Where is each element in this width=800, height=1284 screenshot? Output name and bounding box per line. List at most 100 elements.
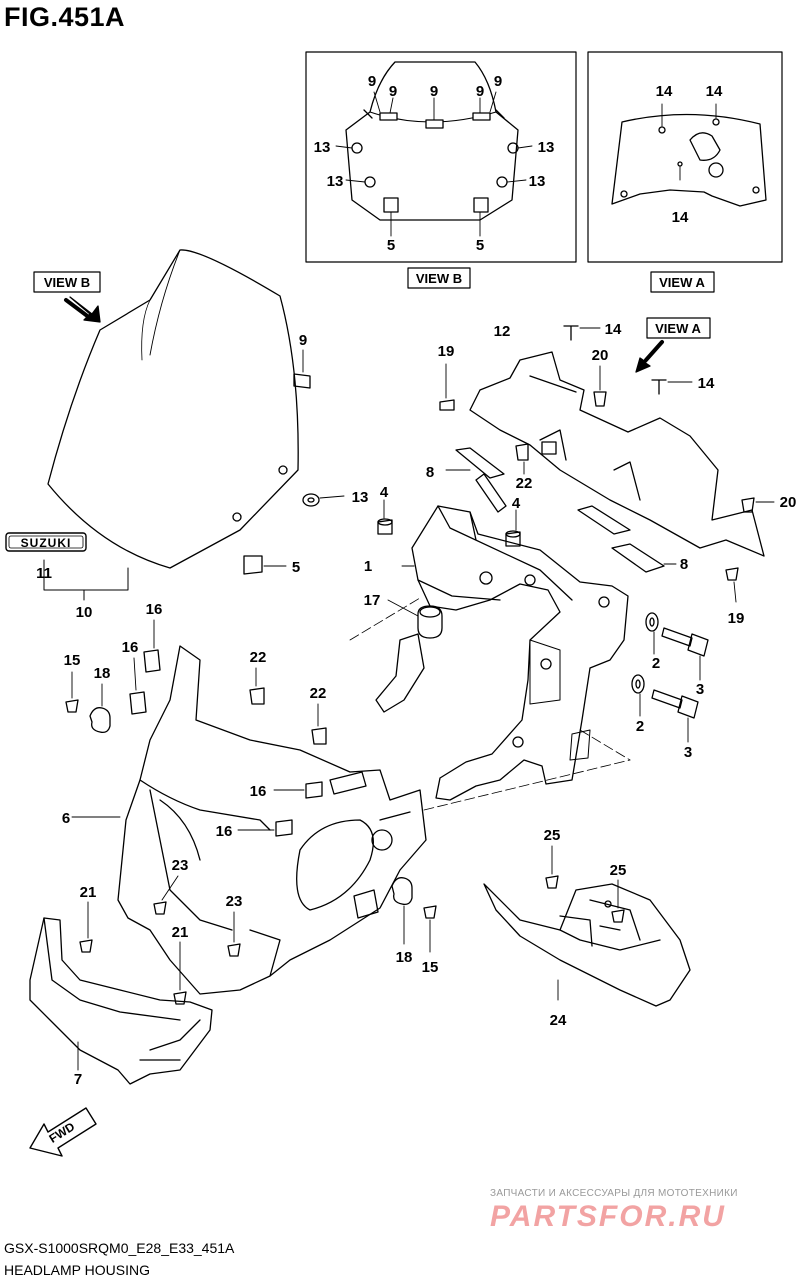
view-a-inset-label: VIEW A: [659, 275, 705, 290]
callout-16-d: 16: [216, 823, 233, 840]
callout-16-b: 16: [122, 639, 139, 656]
screw-14-lower: [651, 379, 693, 395]
cowling-brace: [469, 351, 765, 557]
callout-4-right: 4: [512, 495, 521, 512]
callout-3-upper: 3: [696, 681, 704, 698]
view-b-inset: [305, 51, 577, 289]
callout-6: 6: [62, 810, 70, 827]
callout-13: 13: [352, 489, 369, 506]
screw-19-lower: [725, 567, 739, 603]
bolt-3-upper: [661, 627, 709, 681]
callout-2-lower: 2: [636, 718, 644, 735]
figure-title: FIG.451A: [4, 2, 126, 32]
callout-22-lower: 22: [310, 685, 327, 702]
clip-16-lower: [237, 819, 293, 837]
screw-25-right: [611, 879, 625, 923]
viewb-callout-9e: 9: [494, 73, 502, 90]
clip-16-upper-b: [129, 657, 147, 715]
viewb-callout-9c: 9: [430, 83, 438, 100]
viewb-callout-13a: 13: [314, 139, 331, 156]
suzuki-emblem-text: SUZUKI: [21, 536, 72, 550]
callout-23-right: 23: [226, 893, 243, 910]
pad-5: [243, 555, 287, 575]
callout-4-left: 4: [380, 484, 389, 501]
pad-8-left: [445, 447, 507, 513]
screw-19-upper: [439, 363, 455, 411]
viewb-callout-13c: 13: [538, 139, 555, 156]
callout-14-upper: 14: [605, 321, 622, 338]
watermark-site: PARTSFOR.RU: [490, 1200, 726, 1233]
callout-12: 12: [494, 323, 511, 340]
callout-21-right: 21: [172, 924, 189, 941]
callout-3-lower: 3: [684, 744, 692, 761]
headlamp-bracket: [349, 505, 631, 811]
clip-22-mid: [249, 667, 265, 705]
callout-22-mid: 22: [250, 649, 267, 666]
grommet-13: [302, 493, 345, 507]
collar-4-left: [377, 499, 393, 535]
screw-23-right: [227, 911, 241, 957]
clip-9: [293, 349, 311, 389]
bolt-3-lower: [651, 689, 699, 743]
washer-2-upper: [645, 612, 659, 655]
viewb-callout-9a: 9: [368, 73, 376, 90]
viewb-callout-13d: 13: [529, 173, 546, 190]
screw-21-right: [173, 941, 187, 1005]
figure-description: HEADLAMP HOUSING: [4, 1262, 150, 1278]
watermark-tagline: ЗАПЧАСТИ И АКСЕССУАРЫ ДЛЯ МОТОТЕХНИКИ: [490, 1188, 738, 1199]
viewa-callout-14b: 14: [706, 83, 723, 100]
pad-8-right: [577, 505, 677, 573]
callout-21-left: 21: [80, 884, 97, 901]
callout-18-left: 18: [94, 665, 111, 682]
viewb-callout-9d: 9: [476, 83, 484, 100]
callout-22-upper: 22: [516, 475, 533, 492]
viewb-callout-5b: 5: [476, 237, 484, 254]
screw-14-upper: [563, 325, 601, 341]
screw-23-left: [153, 875, 179, 915]
clip-16-upper-a: [143, 619, 161, 673]
callout-20-upper: 20: [592, 347, 609, 364]
clip-22-lower: [311, 703, 327, 745]
callout-19-lower: 19: [728, 610, 745, 627]
callout-20-lower: 20: [780, 494, 797, 511]
view-a-pointer: [635, 317, 711, 373]
callout-18-right: 18: [396, 949, 413, 966]
figure-code: GSX-S1000SRQM0_E28_E33_451A: [4, 1240, 235, 1256]
windscreen: [33, 249, 299, 569]
view-b-inset-label: VIEW B: [416, 271, 462, 286]
lower-panel: [29, 917, 213, 1085]
callout-19-upper: 19: [438, 343, 455, 360]
viewb-callout-5a: 5: [387, 237, 395, 254]
viewb-callout-9b: 9: [389, 83, 397, 100]
screw-15-right: [423, 905, 437, 953]
viewa-callout-14a: 14: [656, 83, 673, 100]
screw-25-left: [545, 845, 559, 889]
callout-10: 10: [76, 604, 93, 621]
callout-5: 5: [292, 559, 300, 576]
clip-22-upper: [515, 443, 529, 475]
grommet-18-right: [391, 877, 413, 945]
callout-23-left: 23: [172, 857, 189, 874]
callout-17: 17: [364, 592, 381, 609]
callout-2-upper: 2: [652, 655, 660, 672]
view-b-pointer-label: VIEW B: [44, 275, 90, 290]
inner-panel: [71, 645, 427, 995]
callout-15-right: 15: [422, 959, 439, 976]
collar-4-right: [505, 509, 521, 547]
grommet-17: [387, 599, 443, 639]
callout-14-lower: 14: [698, 375, 715, 392]
callout-25-left: 25: [544, 827, 561, 844]
clip-16-mid: [273, 781, 323, 799]
callout-16-a: 16: [146, 601, 163, 618]
under-cover: [483, 883, 691, 1007]
callout-25-right: 25: [610, 862, 627, 879]
callout-1: 1: [364, 558, 372, 575]
viewa-callout-14c: 14: [672, 209, 689, 226]
callout-8-right: 8: [680, 556, 688, 573]
callout-24: 24: [550, 1012, 567, 1029]
grommet-18-left: [89, 683, 111, 734]
screw-21-left: [79, 901, 93, 953]
callout-9: 9: [299, 332, 307, 349]
fwd-arrow: [29, 1107, 97, 1157]
